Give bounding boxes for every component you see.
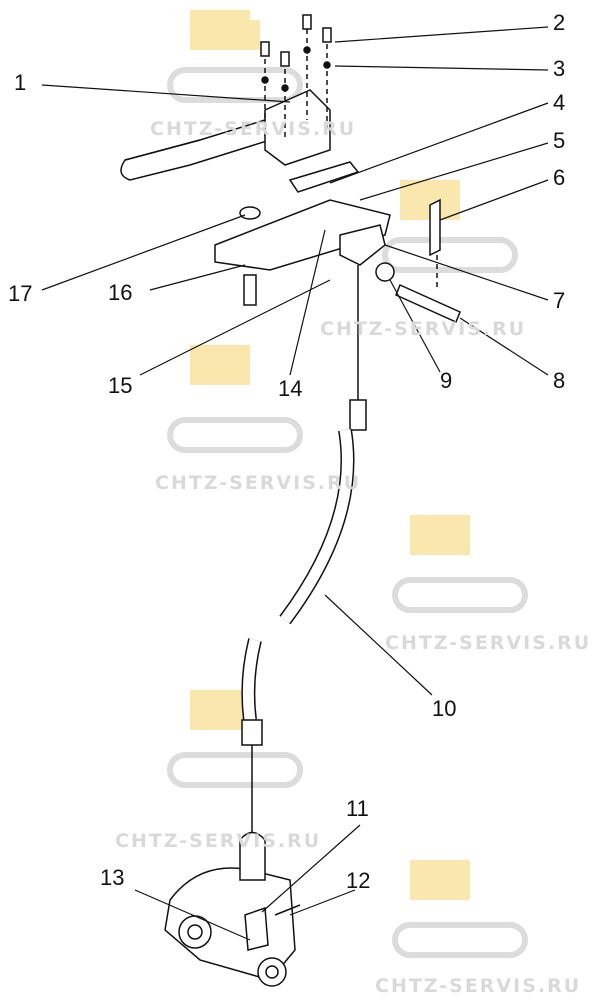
callout-2: 2 bbox=[553, 10, 566, 35]
callout-4: 4 bbox=[553, 90, 566, 115]
callout-15: 15 bbox=[108, 373, 133, 398]
callout-17: 17 bbox=[8, 281, 33, 306]
callout-6: 6 bbox=[553, 165, 566, 190]
leader-lines bbox=[41, 26, 549, 941]
callout-12: 12 bbox=[346, 868, 371, 893]
watermark-text: CHTZ-SERVIS.RU bbox=[115, 830, 322, 852]
callout-7: 7 bbox=[553, 288, 566, 313]
watermark-text: CHTZ-SERVIS.RU bbox=[150, 118, 357, 140]
callout-8: 8 bbox=[553, 368, 566, 393]
callout-11: 11 bbox=[346, 796, 369, 821]
callout-16: 16 bbox=[108, 280, 133, 305]
callout-5: 5 bbox=[553, 128, 566, 153]
watermark-text: CHTZ-SERVIS.RU bbox=[375, 975, 582, 997]
watermark-text: CHTZ-SERVIS.RU bbox=[155, 472, 362, 494]
parts bbox=[41, 14, 549, 987]
watermark-text: CHTZ-SERVIS.RU bbox=[385, 632, 592, 654]
watermark-text: CHTZ-SERVIS.RU bbox=[320, 318, 527, 340]
callout-3: 3 bbox=[553, 56, 566, 81]
callout-13: 13 bbox=[100, 865, 125, 890]
watermark-tracks bbox=[167, 67, 528, 958]
callout-1: 1 bbox=[14, 70, 27, 95]
watermark-logos bbox=[190, 10, 470, 900]
callout-10: 10 bbox=[432, 696, 457, 721]
callout-14: 14 bbox=[278, 376, 303, 401]
callout-9: 9 bbox=[440, 368, 453, 393]
